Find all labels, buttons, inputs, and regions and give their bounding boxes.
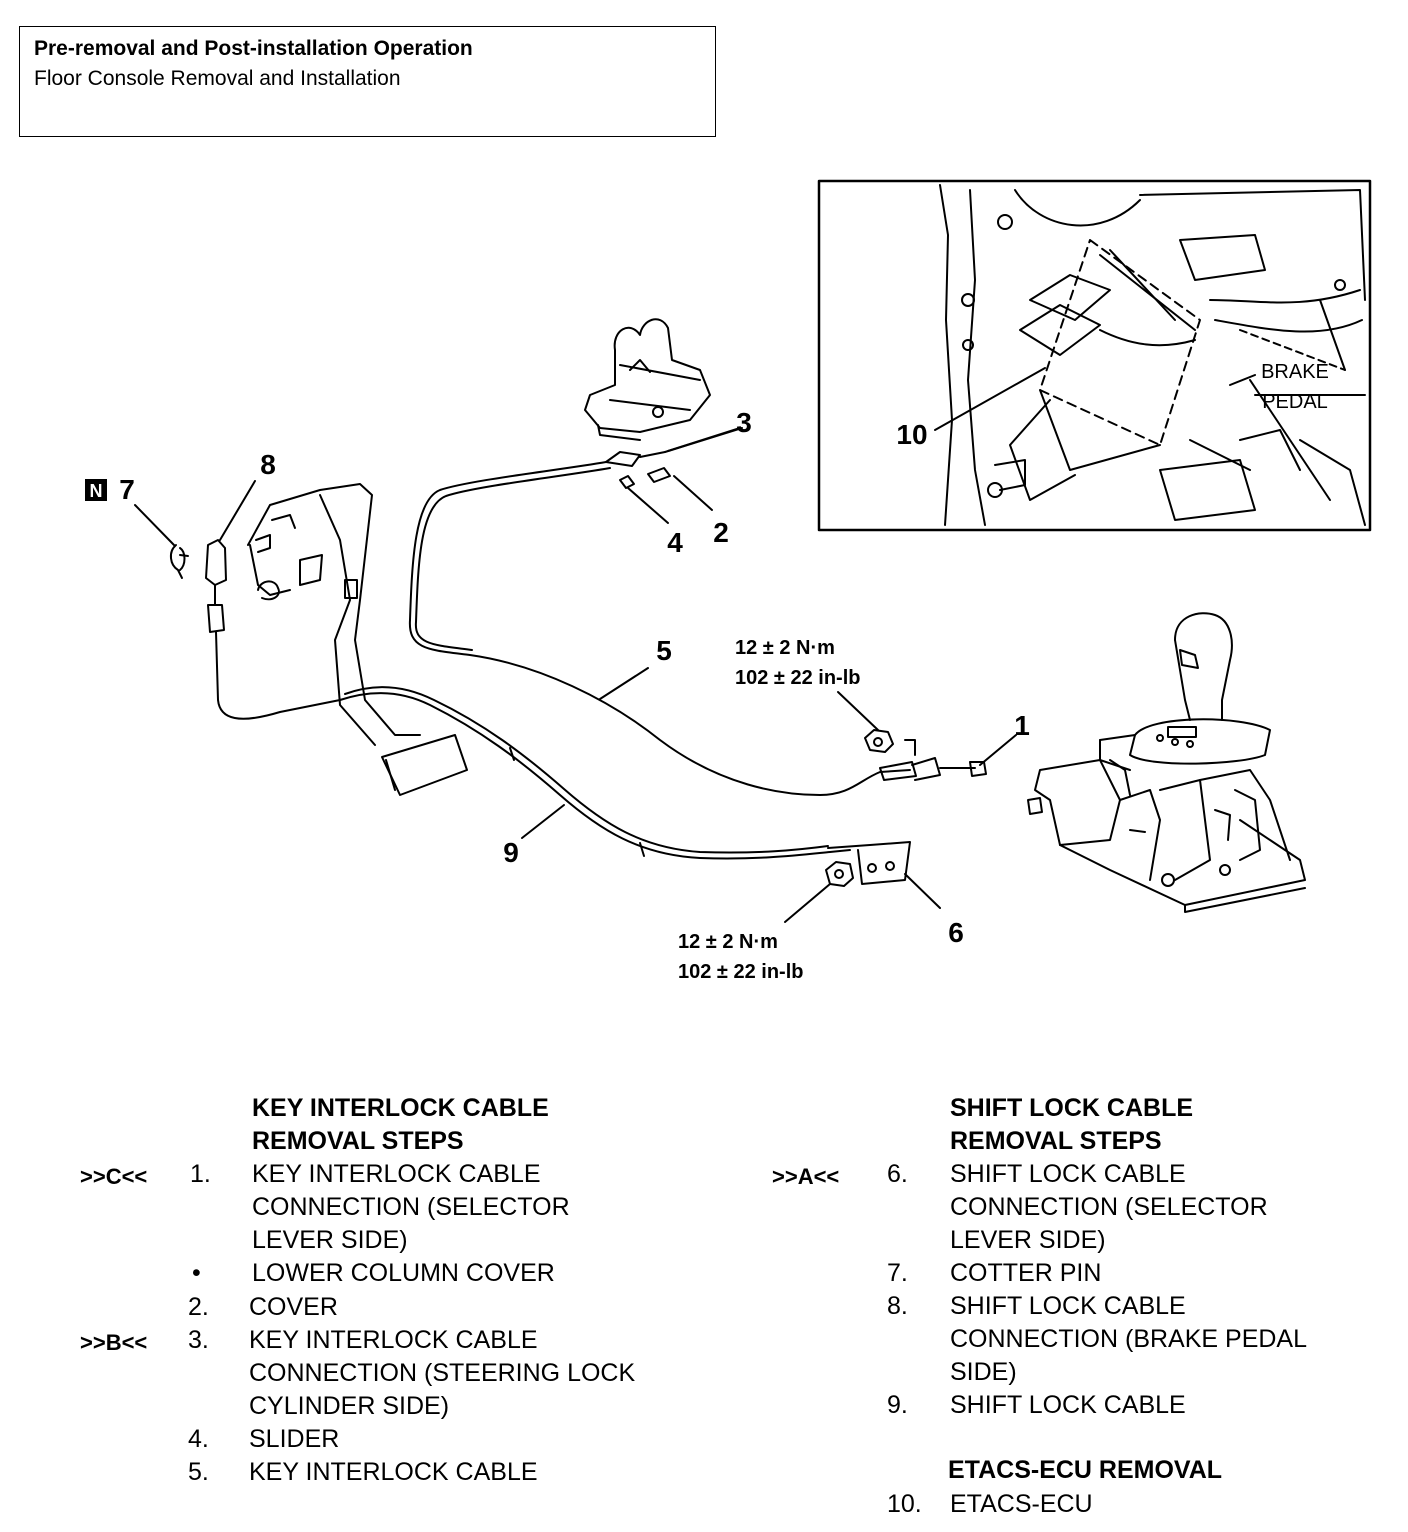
step-8-line-3: SIDE) [950, 1358, 1017, 1386]
callout-4: 4 [667, 527, 683, 558]
step-10-number: 10. [887, 1490, 922, 1518]
step-8-line-1: SHIFT LOCK CABLE [950, 1292, 1186, 1320]
exploded-diagram: 3 2 4 5 1 6 9 8 7 10 N BRAKE PEDAL 12 ± … [85, 179, 1372, 983]
key-interlock-cable [408, 461, 911, 796]
step-1-line-1: KEY INTERLOCK CABLE [252, 1160, 541, 1188]
step-9-number: 9. [887, 1391, 908, 1419]
step-1-number: 1. [190, 1160, 211, 1188]
leader-4 [627, 487, 669, 524]
step-3-line-1: KEY INTERLOCK CABLE [249, 1326, 538, 1354]
bullet-step-line-1: LOWER COLUMN COVER [252, 1259, 555, 1287]
callout-1: 1 [1014, 710, 1030, 741]
selector-cable-end [879, 739, 987, 781]
callout-5: 5 [656, 635, 672, 666]
shift-lock-heading-1: SHIFT LOCK CABLE [950, 1094, 1194, 1122]
inset-frame [817, 179, 1372, 532]
leader-2 [673, 475, 713, 511]
etacs-heading: ETACS-ECU REMOVAL [948, 1456, 1223, 1484]
callout-7: 7 [119, 474, 135, 505]
step-6-line-2: CONNECTION (SELECTOR [950, 1193, 1268, 1221]
leader-9 [521, 804, 565, 839]
step-10-line-1: ETACS-ECU [950, 1490, 1093, 1518]
step-6-line-1: SHIFT LOCK CABLE [950, 1160, 1186, 1188]
leader-6 [904, 873, 941, 909]
step-1-line-3: LEVER SIDE) [252, 1226, 408, 1254]
step-3-line-3: CYLINDER SIDE) [249, 1392, 450, 1420]
step-6-line-3: LEVER SIDE) [950, 1226, 1106, 1254]
callout-10: 10 [896, 419, 927, 450]
inset-label-line1: BRAKE [1261, 361, 1329, 383]
cotter-pin [170, 544, 189, 579]
ref-b: >>B<< [80, 1330, 148, 1355]
selector-lever-assembly [1027, 612, 1306, 913]
step-5-line-1: KEY INTERLOCK CABLE [249, 1458, 538, 1486]
callout-9: 9 [503, 837, 519, 868]
step-6-number: 6. [887, 1160, 908, 1188]
leader-8 [219, 480, 256, 541]
step-4-number: 4. [188, 1425, 209, 1453]
inset-label-line2: PEDAL [1262, 391, 1328, 413]
step-9-line-1: SHIFT LOCK CABLE [950, 1391, 1186, 1419]
ref-a: >>A<< [772, 1164, 840, 1189]
lower-nut [825, 861, 854, 887]
upper-torque-metric: 12 ± 2 N·m [735, 637, 835, 659]
lower-torque-imperial: 102 ± 22 in-lb [678, 961, 803, 983]
step-8-line-2: CONNECTION (BRAKE PEDAL [950, 1325, 1308, 1353]
key-interlock-cable-end [605, 427, 743, 489]
step-8-number: 8. [887, 1292, 908, 1320]
step-7-number: 7. [887, 1259, 908, 1287]
shift-lock-steps: SHIFT LOCK CABLE REMOVAL STEPS >>A<< 6. … [740, 1092, 1400, 1522]
leader-upper-torque [837, 691, 879, 731]
upper-nut [864, 729, 894, 753]
bullet-step-marker: • [192, 1259, 201, 1287]
inset-illustration [939, 184, 1366, 526]
shift-lock-bracket [827, 841, 911, 885]
callout-6: 6 [948, 917, 964, 948]
key-interlock-heading-2: REMOVAL STEPS [252, 1127, 464, 1155]
ref-c: >>C<< [80, 1164, 148, 1189]
leader-7 [134, 504, 175, 546]
callout-8: 8 [260, 449, 276, 480]
badge-n-label: N [90, 481, 103, 501]
leader-5 [599, 667, 649, 700]
step-4-line-1: SLIDER [249, 1425, 340, 1453]
key-interlock-steps: KEY INTERLOCK CABLE REMOVAL STEPS >>C<< … [0, 1092, 720, 1512]
step-5-number: 5. [188, 1458, 209, 1486]
leader-3 [667, 427, 741, 452]
step-1-line-2: CONNECTION (SELECTOR [252, 1193, 570, 1221]
steering-lock-cylinder [584, 318, 711, 441]
upper-torque-imperial: 102 ± 22 in-lb [735, 667, 860, 689]
step-3-line-2: CONNECTION (STEERING LOCK [249, 1359, 636, 1387]
step-2-line-1: COVER [249, 1293, 338, 1321]
leader-lower-torque [784, 883, 831, 923]
step-2-number: 2. [188, 1293, 209, 1321]
brake-pedal-assembly [247, 483, 468, 796]
shift-lock-heading-2: REMOVAL STEPS [950, 1127, 1162, 1155]
non-reusable-badge [85, 479, 107, 501]
leader-10 [934, 367, 1046, 431]
step-7-line-1: COTTER PIN [950, 1259, 1102, 1287]
callout-3: 3 [736, 407, 752, 438]
pedal-cable-end [205, 539, 341, 720]
header-box: Pre-removal and Post-installation Operat… [19, 26, 716, 137]
header-title: Pre-removal and Post-installation Operat… [34, 37, 473, 60]
header-subtitle: Floor Console Removal and Installation [34, 67, 401, 90]
shift-lock-cable [339, 692, 851, 860]
leader-1 [979, 734, 1017, 766]
lower-torque-metric: 12 ± 2 N·m [678, 931, 778, 953]
key-interlock-heading-1: KEY INTERLOCK CABLE [252, 1094, 549, 1122]
callout-2: 2 [713, 517, 729, 548]
step-3-number: 3. [188, 1326, 209, 1354]
